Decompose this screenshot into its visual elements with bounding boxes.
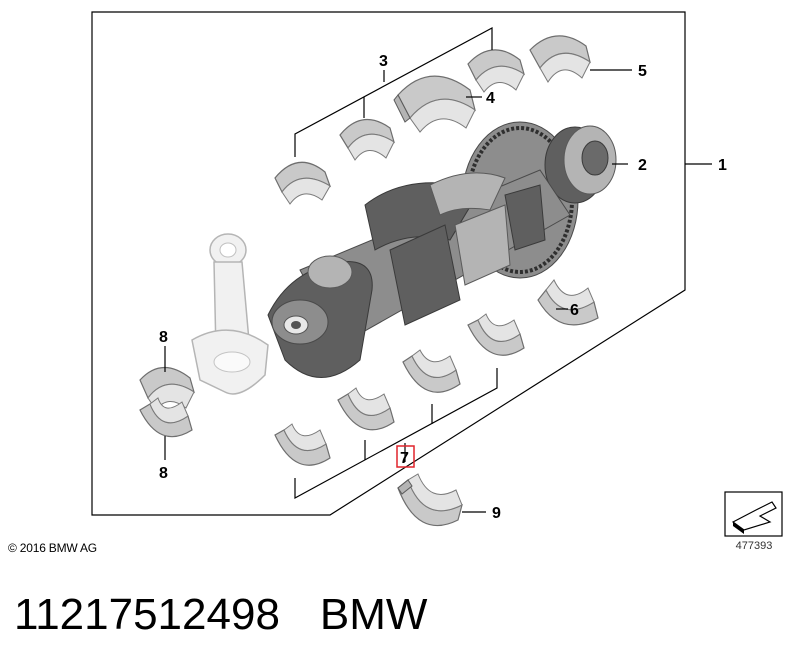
bearing-shell-6: [537, 279, 599, 326]
connecting-rod: [191, 233, 269, 395]
reference-symbol: [724, 491, 783, 537]
callout-9: 9: [492, 505, 501, 522]
callout-8-upper: 8: [159, 329, 168, 346]
bearing-shell-lower-4: [467, 313, 525, 356]
crankshaft: [267, 121, 617, 378]
callout-6: 6: [570, 302, 579, 319]
bearing-shells: [139, 35, 599, 527]
conrod-bearing-upper-8: [139, 366, 196, 411]
leader-lines: [164, 26, 712, 513]
bearing-shell-lower-3: [402, 349, 461, 393]
callout-7: 7: [400, 450, 409, 467]
bearing-shell-thrust-4: [393, 75, 476, 133]
footer-caption: 11217512498 BMW: [14, 590, 427, 640]
callout-4: 4: [486, 90, 495, 107]
callout-8-lower: 8: [159, 465, 168, 482]
conrod-bearing-lower-8: [139, 397, 193, 438]
callout-5: 5: [638, 63, 647, 80]
callout-7-highlight: [396, 445, 415, 468]
bearing-shell-upper-2: [339, 119, 396, 161]
callout-1: 1: [718, 157, 727, 174]
bearing-shell-lower-1: [274, 423, 331, 466]
thrust-bearing-9: [397, 473, 463, 527]
bearing-shell-upper-3: [467, 49, 526, 93]
copyright-notice: © 2016 BMW AG: [8, 541, 97, 555]
crankshaft-exploded-diagram: 1 2 3 4 5 6 7 8 8 9: [91, 11, 783, 537]
bearing-shell-lower-2: [337, 387, 395, 431]
diagram-reference-number: 477393: [735, 540, 773, 552]
brand-name: BMW: [319, 590, 428, 639]
callout-3: 3: [379, 53, 388, 70]
bearing-shell-5: [529, 35, 591, 83]
part-number: 11217512498: [14, 590, 280, 639]
bearing-shell-upper-1: [274, 161, 332, 205]
assembly-frame: [91, 11, 686, 516]
callout-2: 2: [638, 157, 647, 174]
